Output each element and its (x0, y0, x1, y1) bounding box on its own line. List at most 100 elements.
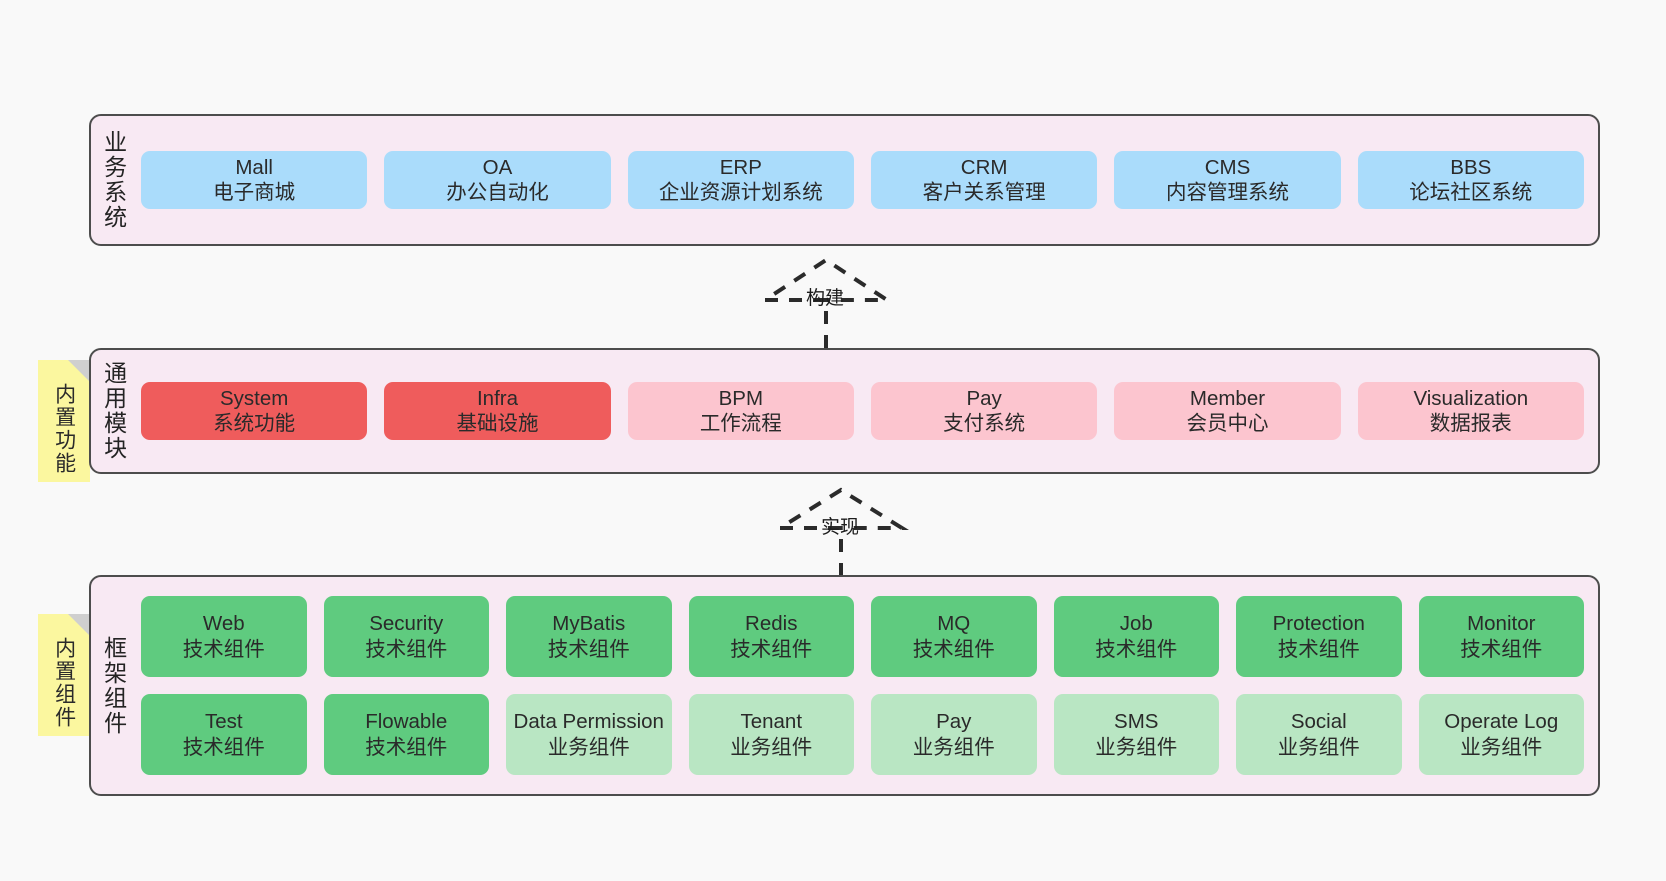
card-subtitle: 技术组件 (182, 735, 265, 759)
card-infra[interactable]: Infra 基础设施 (384, 381, 611, 441)
card-sms[interactable]: SMS 业务组件 (1053, 694, 1219, 775)
card-title: Infra (476, 386, 518, 410)
card-mall[interactable]: Mall 电子商城 (141, 150, 368, 210)
card-title: Pay (936, 710, 972, 734)
generalization-arrow-icon (758, 257, 894, 348)
card-subtitle: 系统功能 (213, 412, 296, 435)
card-title: Web (202, 612, 245, 636)
card-subtitle: 电子商城 (213, 181, 296, 204)
card-security[interactable]: Security 技术组件 (323, 596, 489, 677)
card-data-permission[interactable]: Data Permission 业务组件 (506, 694, 672, 775)
card-pay[interactable]: Pay 支付系统 (870, 381, 1098, 441)
connector-implement-label: 实现 (821, 517, 860, 538)
card-job[interactable]: Job 技术组件 (1053, 596, 1219, 677)
card-redis[interactable]: Redis 技术组件 (688, 596, 854, 677)
card-subtitle: 技术组件 (365, 735, 448, 759)
card-social[interactable]: Social 业务组件 (1236, 694, 1402, 775)
layer-module-cards: System 系统功能 Infra 基础设施 BPM 工作流程 Pay 支付系统… (135, 350, 1598, 472)
card-subtitle: 技术组件 (365, 637, 448, 661)
card-title: Protection (1272, 612, 1365, 636)
note-label: 内置功能 (52, 383, 76, 475)
card-subtitle: 技术组件 (547, 637, 630, 661)
connector-build-label: 构建 (806, 288, 845, 309)
card-erp[interactable]: ERP 企业资源计划系统 (627, 150, 854, 210)
card-web[interactable]: Web 技术组件 (141, 596, 307, 677)
card-title: CRM (960, 155, 1008, 179)
card-visualization[interactable]: Visualization 数据报表 (1357, 381, 1584, 441)
card-subtitle: 技术组件 (182, 637, 265, 661)
layer-framework-component: 框架组件 Web 技术组件 Security 技术组件 MyBatis 技术组件… (89, 575, 1600, 796)
card-subtitle: 技术组件 (1277, 637, 1360, 661)
layer-common-module: 通用模块 System 系统功能 Infra 基础设施 BPM 工作流程 Pay… (89, 348, 1600, 474)
card-tenant[interactable]: Tenant 业务组件 (688, 694, 854, 775)
generalization-arrow-icon (773, 487, 909, 576)
note-label: 内置组件 (52, 637, 76, 729)
card-subtitle: 业务组件 (547, 735, 630, 759)
card-operate-log[interactable]: Operate Log 业务组件 (1418, 694, 1584, 775)
card-title: SMS (1114, 710, 1159, 734)
card-title: MyBatis (552, 612, 626, 636)
card-title: Job (1119, 612, 1153, 636)
card-subtitle: 内容管理系统 (1165, 181, 1289, 204)
note-fold-corner-icon (68, 614, 90, 636)
card-title: OA (482, 155, 513, 179)
card-title: Monitor (1467, 612, 1536, 636)
card-title: Redis (745, 612, 798, 636)
card-member[interactable]: Member 会员中心 (1114, 381, 1341, 441)
card-cms[interactable]: CMS 内容管理系统 (1114, 150, 1341, 210)
card-title: Pay (966, 386, 1002, 410)
card-subtitle: 数据报表 (1429, 412, 1512, 435)
card-row: System 系统功能 Infra 基础设施 BPM 工作流程 Pay 支付系统… (141, 381, 1584, 441)
card-subtitle: 论坛社区系统 (1409, 181, 1533, 204)
card-title: MQ (937, 612, 971, 636)
card-pay-business[interactable]: Pay 业务组件 (871, 694, 1037, 775)
card-title: Test (204, 710, 243, 734)
card-subtitle: 业务组件 (1277, 735, 1360, 759)
note-fold-corner-icon (68, 360, 90, 382)
card-monitor[interactable]: Monitor 技术组件 (1418, 596, 1584, 677)
card-title: Operate Log (1444, 710, 1559, 734)
card-title: Flowable (365, 710, 448, 734)
card-title: BPM (718, 386, 764, 410)
card-subtitle: 技术组件 (1460, 637, 1543, 661)
layer-framework-cards: Web 技术组件 Security 技术组件 MyBatis 技术组件 Redi… (135, 577, 1598, 794)
card-test[interactable]: Test 技术组件 (141, 694, 307, 775)
card-subtitle: 会员中心 (1186, 412, 1269, 435)
card-protection[interactable]: Protection 技术组件 (1236, 596, 1402, 677)
connector-build: 构建 (758, 257, 910, 348)
card-subtitle: 办公自动化 (446, 181, 549, 204)
card-subtitle: 业务组件 (1460, 735, 1543, 759)
card-title: CMS (1204, 155, 1251, 179)
card-subtitle: 业务组件 (730, 735, 813, 759)
card-subtitle: 工作流程 (699, 412, 782, 435)
card-crm[interactable]: CRM 客户关系管理 (870, 150, 1098, 210)
card-title: Social (1290, 710, 1347, 734)
card-system[interactable]: System 系统功能 (141, 381, 368, 441)
card-subtitle: 技术组件 (1095, 637, 1178, 661)
note-builtin-components: 内置组件 (38, 614, 90, 736)
card-title: Member (1189, 386, 1266, 410)
card-bbs[interactable]: BBS 论坛社区系统 (1357, 150, 1584, 210)
card-mq[interactable]: MQ 技术组件 (871, 596, 1037, 677)
card-subtitle: 业务组件 (1095, 735, 1178, 759)
card-subtitle: 技术组件 (730, 637, 813, 661)
card-row: Test 技术组件 Flowable 技术组件 Data Permission … (141, 694, 1584, 775)
card-title: BBS (1450, 155, 1492, 179)
card-subtitle: 基础设施 (456, 412, 539, 435)
card-title: Mall (235, 155, 273, 179)
card-title: Tenant (740, 710, 803, 734)
card-oa[interactable]: OA 办公自动化 (384, 150, 611, 210)
card-title: System (219, 386, 289, 410)
card-mybatis[interactable]: MyBatis 技术组件 (506, 596, 672, 677)
card-flowable[interactable]: Flowable 技术组件 (323, 694, 489, 775)
card-row: Mall 电子商城 OA 办公自动化 ERP 企业资源计划系统 CRM 客户关系… (141, 150, 1584, 210)
card-title: Visualization (1413, 386, 1529, 410)
connector-implement: 实现 (773, 487, 925, 576)
card-subtitle: 支付系统 (943, 412, 1026, 435)
layer-title-business: 业务系统 (100, 130, 127, 230)
layer-title-module: 通用模块 (100, 361, 127, 461)
card-bpm[interactable]: BPM 工作流程 (627, 381, 854, 441)
card-subtitle: 技术组件 (912, 637, 995, 661)
card-row: Web 技术组件 Security 技术组件 MyBatis 技术组件 Redi… (141, 596, 1584, 677)
